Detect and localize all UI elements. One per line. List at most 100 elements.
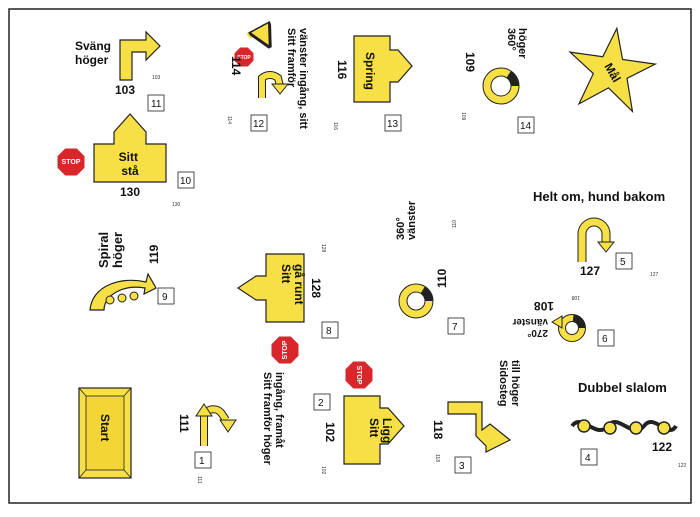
station-11-label-2: höger bbox=[75, 53, 109, 67]
station-2-small: 102 bbox=[320, 466, 326, 475]
station-11-label-1: Sväng bbox=[75, 39, 111, 53]
station-3-label-2: till höger bbox=[509, 360, 521, 407]
station-4-label: Dubbel slalom bbox=[578, 380, 667, 395]
station-6-order-box bbox=[597, 329, 615, 347]
station-12-label-2: vänster ingång, sitt bbox=[297, 28, 309, 129]
svg-text:Sitt framför höger ingån: Sitt framför höger ingång, framåt bbox=[261, 372, 285, 468]
station-9-label-2: höger bbox=[110, 232, 125, 268]
about-turn-icon bbox=[578, 218, 610, 262]
station-8-order-box bbox=[321, 321, 339, 339]
station-14-order-box bbox=[517, 116, 535, 134]
station-12-order-box bbox=[250, 114, 268, 132]
station-8-number: 128 bbox=[309, 278, 323, 298]
station-13-order-box bbox=[384, 114, 402, 132]
circle-left-icon bbox=[399, 284, 433, 318]
station-5-number: 127 bbox=[580, 264, 600, 278]
stop-text: STOP bbox=[62, 159, 81, 166]
station-2-number: 102 bbox=[323, 422, 337, 442]
arrow-turn-right-icon bbox=[119, 30, 161, 81]
station-7-small: 110 bbox=[452, 220, 458, 228]
station-6-label-2: vänster bbox=[512, 316, 548, 327]
goal: Mål bbox=[568, 26, 658, 114]
station-5-label: Helt om, hund bakom bbox=[533, 189, 665, 204]
station-14: 360° höger 109 109 14 bbox=[460, 28, 535, 134]
stop-sign: STOP bbox=[56, 147, 86, 177]
svg-text:Spiral höger: Spiral höger bbox=[96, 228, 125, 268]
circle-right-icon bbox=[483, 68, 519, 104]
station-7-label-2: vänster bbox=[406, 200, 418, 240]
station-2-label-1: Sitt bbox=[367, 418, 381, 437]
station-4-number: 122 bbox=[652, 440, 672, 454]
station-7-order: 7 bbox=[452, 322, 458, 333]
station-13-number: 116 bbox=[335, 60, 349, 80]
station-14-order: 14 bbox=[520, 121, 532, 132]
station-12-label-1: Sitt framför bbox=[285, 28, 297, 88]
station-11: Sväng höger 103 103 11 bbox=[75, 30, 165, 112]
station-14-label-2: höger bbox=[516, 28, 528, 59]
star-icon bbox=[568, 26, 658, 114]
station-7: 360° vänster 110 110 7 bbox=[395, 200, 465, 335]
station-13-label: Spring bbox=[363, 52, 377, 90]
run-arrow-icon bbox=[353, 35, 413, 103]
right-arrow-icon bbox=[343, 395, 405, 465]
station-8: Sitt gå runt 128 128 STOP 8 bbox=[236, 244, 339, 365]
station-14-number: 109 bbox=[463, 52, 477, 72]
station-10: STOP Sitt stå 130 130 10 bbox=[56, 113, 195, 208]
start-label: Start bbox=[98, 414, 112, 441]
stop-sign: STOP bbox=[344, 360, 374, 390]
station-3-number: 118 bbox=[431, 420, 445, 440]
station-5: Helt om, hund bakom 127 127 5 bbox=[533, 189, 665, 278]
station-9-order-box bbox=[157, 287, 175, 305]
station-10-label-2: stå bbox=[121, 164, 139, 178]
station-3-small: 118 bbox=[434, 454, 440, 462]
station-12-order: 12 bbox=[253, 119, 265, 130]
station-4-order-box bbox=[580, 448, 598, 466]
station-4: Dubbel slalom 122 122 4 bbox=[570, 380, 687, 469]
station-11-order: 11 bbox=[151, 99, 162, 110]
stop-text: STOP bbox=[237, 55, 251, 61]
station-10-small: 130 bbox=[172, 202, 181, 208]
svg-text:Sidosteg till höger: Sidosteg till höger bbox=[497, 360, 521, 410]
station-1-label-1: Sitt framför höger bbox=[261, 372, 273, 466]
station-1-order-box bbox=[194, 451, 212, 469]
station-13: Spring 116 116 13 bbox=[332, 35, 413, 132]
station-1-order: 1 bbox=[199, 456, 205, 467]
svg-text:Sväng höger: Sväng höger bbox=[75, 39, 114, 67]
svg-text:Sitt Ligg: Sitt Ligg bbox=[367, 418, 394, 443]
station-5-small: 127 bbox=[650, 272, 659, 278]
station-10-order: 10 bbox=[180, 176, 192, 187]
station-5-order: 5 bbox=[620, 257, 626, 268]
spiral-icon bbox=[89, 272, 157, 311]
station-6-number: 108 bbox=[534, 299, 554, 313]
stop-text: STOP bbox=[355, 366, 362, 385]
station-8-order: 8 bbox=[326, 326, 332, 337]
station-2-label-2: Ligg bbox=[380, 418, 394, 443]
station-6-small: 108 bbox=[571, 294, 580, 300]
station-11-order-box bbox=[147, 94, 165, 112]
station-11-small: 103 bbox=[152, 75, 161, 81]
up-arrow-icon bbox=[93, 113, 167, 183]
station-3-order: 3 bbox=[459, 461, 465, 472]
station-1-label-2: ingång, framåt bbox=[273, 372, 285, 448]
station-6-label-1: 270° bbox=[527, 327, 548, 338]
station-9: Spiral höger 119 9 bbox=[89, 228, 175, 311]
station-9-label-1: Spiral bbox=[96, 232, 111, 268]
station-5-order-box bbox=[615, 252, 633, 270]
station-2-order: 2 bbox=[318, 398, 324, 409]
station-9-number: 119 bbox=[147, 244, 161, 264]
station-1-number: 111 bbox=[177, 414, 191, 433]
station-13-order: 13 bbox=[387, 119, 399, 130]
station-8-label-1: Sitt bbox=[279, 264, 293, 283]
station-8-small: 128 bbox=[320, 244, 326, 253]
left-arrow-icon bbox=[236, 253, 305, 323]
station-12-small: 114 bbox=[226, 116, 232, 124]
station-7-order-box bbox=[447, 317, 465, 335]
station-10-number: 130 bbox=[120, 185, 140, 199]
svg-text:Sitt stå: Sitt stå bbox=[119, 150, 142, 178]
station-4-order: 4 bbox=[585, 453, 591, 464]
station-9-order: 9 bbox=[162, 292, 168, 303]
station-12-number: 114 bbox=[229, 56, 243, 76]
station-6: 108 270° vänster 108 6 bbox=[512, 294, 615, 347]
side-step-icon bbox=[447, 401, 512, 453]
station-7-label-1: 360° bbox=[395, 217, 407, 240]
